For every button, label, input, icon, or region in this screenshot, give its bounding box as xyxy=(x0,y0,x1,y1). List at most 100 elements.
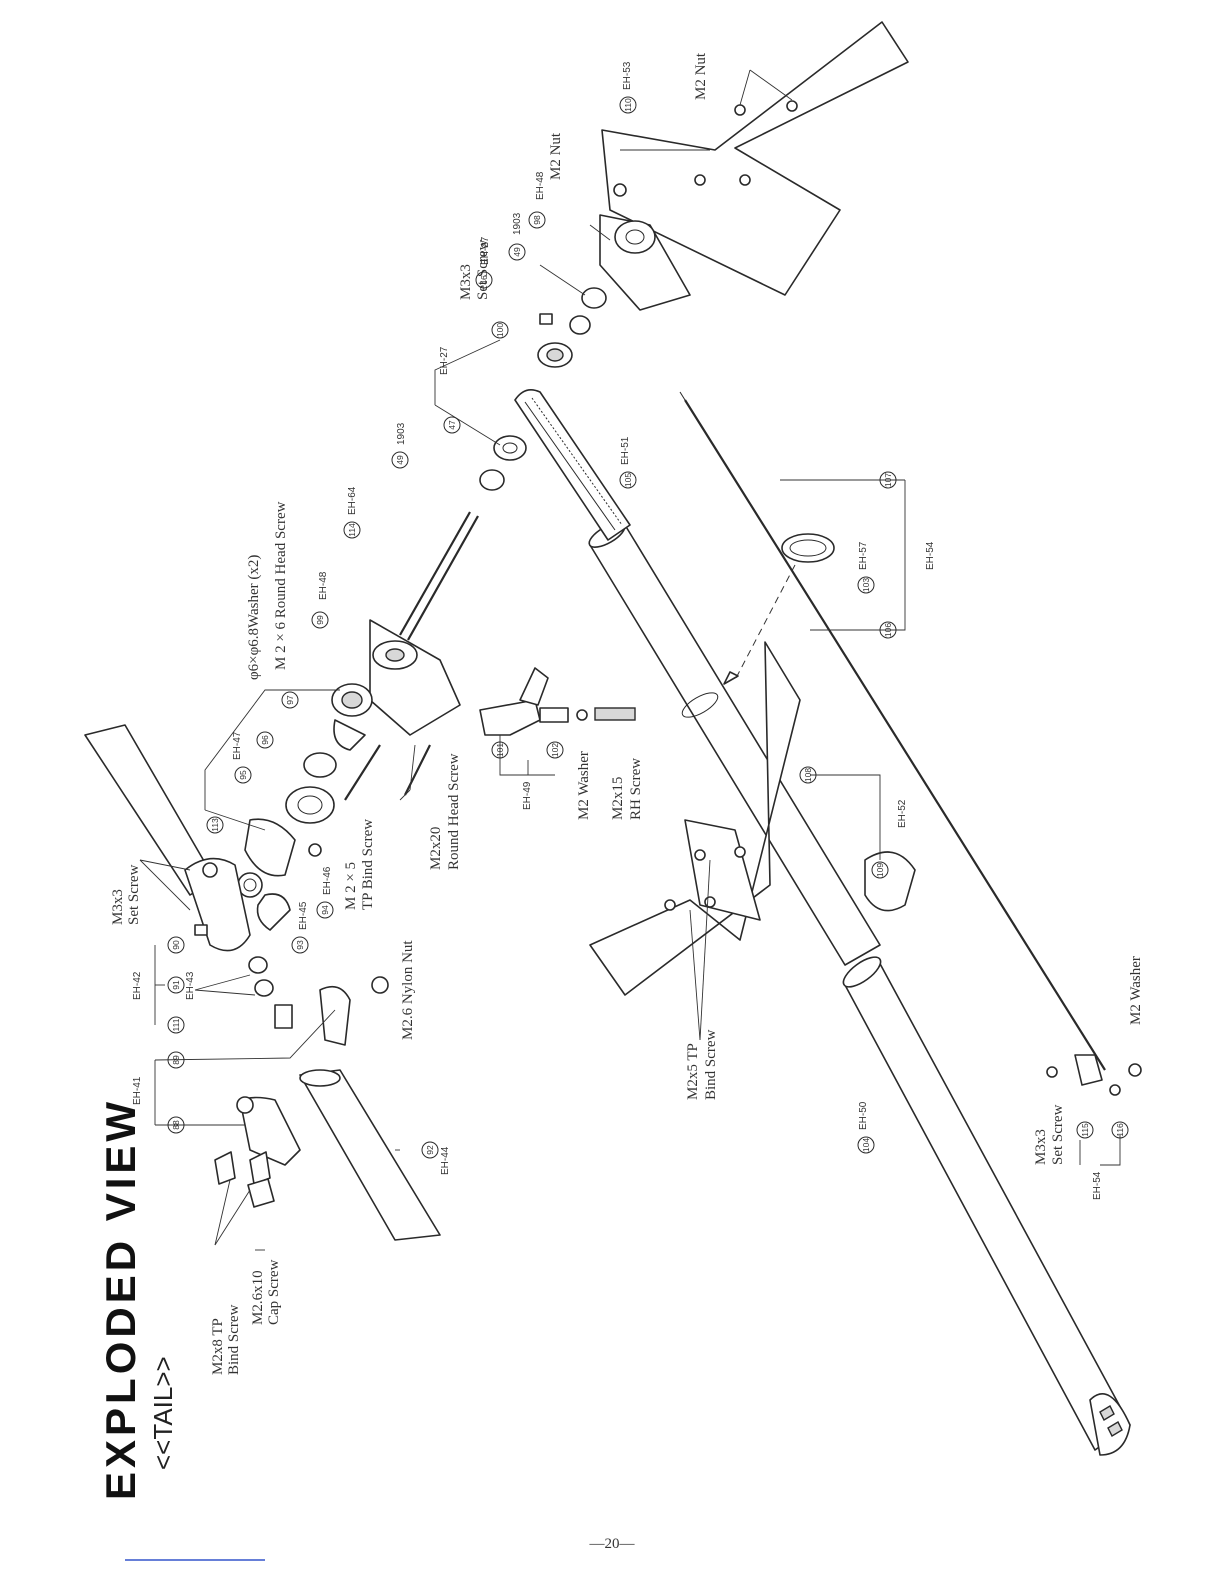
callout: 102 xyxy=(546,741,564,759)
label-m2x5-a: M 2 × 5 xyxy=(343,862,359,910)
callout: 101 xyxy=(491,741,509,759)
label-nylon-nut: M2.6 Nylon Nut xyxy=(400,940,416,1040)
svg-text:49: 49 xyxy=(395,455,405,465)
label-m3x3-a: M3x3 xyxy=(110,889,126,925)
tail-belt xyxy=(514,389,631,541)
svg-text:95: 95 xyxy=(238,770,248,780)
svg-text:100: 100 xyxy=(495,323,505,337)
code-eh54-b: EH-54 xyxy=(1092,1171,1103,1200)
label-m2x6-rhs: M 2 × 6 Round Head Screw xyxy=(273,501,289,670)
callout: 100 xyxy=(491,321,509,339)
callout: 93 xyxy=(291,936,309,954)
label-set-screw-b: Set Screw xyxy=(1050,1104,1066,1165)
label-m2-nut-b: M2 Nut xyxy=(693,52,709,100)
label-bind-b: Bind Screw xyxy=(703,1029,719,1100)
code-eh45: EH-45 xyxy=(298,901,309,930)
svg-text:93: 93 xyxy=(295,940,305,950)
svg-text:111: 111 xyxy=(171,1018,181,1031)
svg-text:101: 101 xyxy=(495,743,505,757)
callout: 49 xyxy=(391,451,409,469)
svg-text:114: 114 xyxy=(347,523,357,537)
callout: 88 xyxy=(167,1116,185,1134)
svg-text:46: 46 xyxy=(479,275,489,285)
code-eh64: EH-64 xyxy=(347,486,358,515)
label-m26x10-cap: Cap Screw xyxy=(266,1259,282,1325)
tail-boom xyxy=(842,956,1131,1456)
code-eh53: EH-53 xyxy=(622,61,633,90)
label-washer-68: φ6×φ6.8Washer (x2) xyxy=(246,555,262,680)
svg-text:113: 113 xyxy=(210,818,220,832)
callout: 47 xyxy=(443,416,461,434)
label-m2x5-b: M2x5 TP xyxy=(685,1043,701,1100)
label-m2-nut-a: M2 Nut xyxy=(548,132,564,180)
svg-text:102: 102 xyxy=(550,743,560,757)
callout: 110 xyxy=(619,96,637,114)
push-rod xyxy=(679,391,1142,1096)
callout: 105 xyxy=(619,471,637,489)
svg-text:105: 105 xyxy=(623,473,633,487)
callout: 96 xyxy=(256,731,274,749)
label-tp-bind-a: TP Bind Screw xyxy=(360,819,376,910)
label-m2-washer-a: M2 Washer xyxy=(576,751,592,820)
svg-text:116: 116 xyxy=(1115,1123,1125,1137)
svg-text:106: 106 xyxy=(883,623,893,637)
code-eh54-a: EH-54 xyxy=(925,541,936,570)
blade-holder-upper xyxy=(84,724,251,952)
vertical-fin xyxy=(601,21,909,296)
label-m2-washer-b: M2 Washer xyxy=(1128,956,1144,1025)
callout: 104 xyxy=(857,1136,875,1154)
code-eh27-a: EH-27 xyxy=(439,346,450,375)
page-title: EXPLODED VIEW xyxy=(97,1098,144,1500)
code-eh46: EH-46 xyxy=(322,866,333,895)
callout: 113 xyxy=(206,816,224,834)
svg-text:97: 97 xyxy=(285,695,295,705)
code-1903-b: 1903 xyxy=(512,212,523,235)
svg-text:96: 96 xyxy=(260,735,270,745)
control-arm xyxy=(479,667,636,736)
code-eh49: EH-49 xyxy=(522,781,533,810)
label-set-screw-c: Set Screw xyxy=(475,239,491,300)
label-m3x3-b: M3x3 xyxy=(1033,1129,1049,1165)
label-m2x8-bind: Bind Screw xyxy=(226,1304,242,1375)
svg-text:115: 115 xyxy=(1080,1123,1090,1137)
code-eh48-upper: EH-48 xyxy=(535,171,546,200)
label-m26x10: M2.6x10 xyxy=(250,1270,266,1325)
label-m2x20: M2x20 xyxy=(428,827,444,870)
page-subtitle: <<TAIL>> xyxy=(148,1356,178,1470)
svg-text:88: 88 xyxy=(171,1120,181,1130)
code-eh47: EH-47 xyxy=(232,731,243,760)
svg-text:98: 98 xyxy=(532,215,542,225)
svg-text:47: 47 xyxy=(447,420,457,430)
pitch-assembly xyxy=(237,683,431,1029)
label-m2x8-tp: M2x8 TP xyxy=(210,1318,226,1375)
svg-text:92: 92 xyxy=(425,1145,435,1155)
callout: 98 xyxy=(528,211,546,229)
label-m2x15: M2x15 xyxy=(610,777,626,820)
callout: 89 xyxy=(167,1051,185,1069)
svg-text:107: 107 xyxy=(883,473,893,487)
callout: 91 xyxy=(167,976,185,994)
callout: 108 xyxy=(799,766,817,784)
svg-text:104: 104 xyxy=(861,1138,871,1152)
label-m3x3-c: M3x3 xyxy=(458,264,474,300)
svg-text:90: 90 xyxy=(171,940,181,950)
code-eh27-b: EH-27 xyxy=(480,236,491,265)
callout: 116 xyxy=(1111,1121,1129,1139)
callout: 106 xyxy=(879,621,897,639)
svg-text:94: 94 xyxy=(320,905,330,915)
label-m2x15-rh: RH Screw xyxy=(628,758,644,820)
leader-lines xyxy=(139,69,1121,1251)
label-m2x20-rh: Round Head Screw xyxy=(446,753,462,870)
label-set-screw-a: Set Screw xyxy=(126,864,142,925)
callout: 97 xyxy=(281,691,299,709)
horizontal-stabilizer xyxy=(589,641,916,996)
callout: 114 xyxy=(343,521,361,539)
tail-case xyxy=(599,183,691,311)
svg-text:49: 49 xyxy=(512,247,522,257)
callout: 94 xyxy=(316,901,334,919)
part-labels: M2x8 TP Bind Screw M2.6x10 Cap Screw M3x… xyxy=(110,52,1144,1375)
callout: 115 xyxy=(1076,1121,1094,1139)
blade-holder-lower xyxy=(214,976,441,1241)
part-codes: EH-41 EH-42 EH-43 EH-44 EH-45 EH-46 EH-4… xyxy=(132,61,1103,1200)
